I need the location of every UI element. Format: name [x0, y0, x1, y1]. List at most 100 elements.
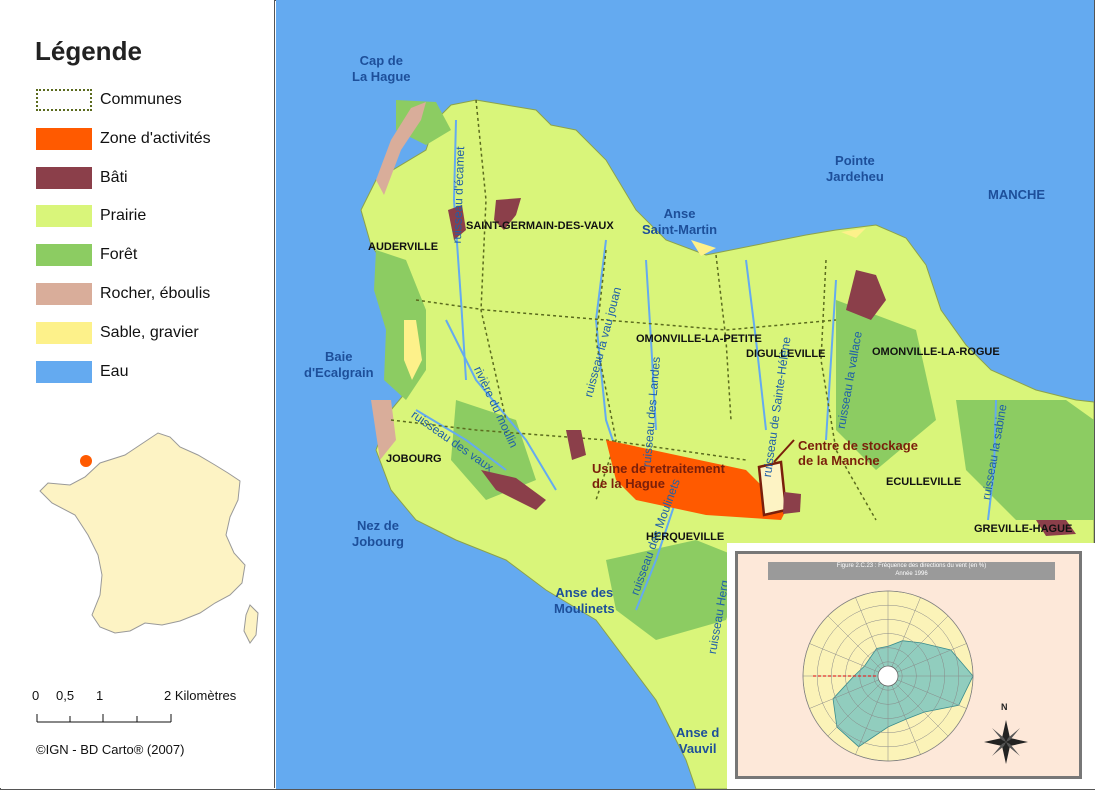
river [745, 259, 767, 431]
bati-swatch [36, 167, 92, 189]
prairie-swatch [36, 205, 92, 227]
river [825, 279, 837, 441]
legend-label: Forêt [100, 246, 138, 263]
legend-item-foret: Forêt [36, 243, 137, 267]
rocher-swatch [36, 283, 92, 305]
scale-tick-2: 2 Kilomètres [164, 688, 237, 703]
commune-herqueville: HERQUEVILLE [646, 531, 725, 543]
river [635, 499, 677, 611]
rose-spoke [887, 643, 967, 677]
rock-area [376, 102, 426, 195]
built-area [846, 270, 886, 320]
built-area [1036, 520, 1076, 536]
eau-swatch [36, 361, 92, 383]
forest-patch [606, 540, 746, 640]
commune-omonville-la-petite: OMONVILLE-LA-PETITE [636, 333, 762, 345]
commune-omonville-la-rogue: OMONVILLE-LA-ROGUE [872, 346, 1000, 358]
legend-label: Prairie [100, 207, 147, 224]
commune-boundary [475, 99, 507, 421]
built-area [494, 198, 521, 230]
zone-swatch [36, 128, 92, 150]
rose-spoke [887, 675, 921, 755]
rose-hub [877, 665, 899, 687]
legend-item-rocher: Rocher, éboulis [36, 282, 210, 306]
sand-area [841, 228, 866, 238]
commune-boundary [390, 419, 747, 461]
scale-tick-0: 0 [32, 688, 40, 703]
commune-boundary [715, 254, 732, 421]
legend-label: Sable, gravier [100, 324, 199, 341]
commune-boundary [595, 249, 617, 501]
legend-item-bati: Bâti [36, 166, 128, 190]
inset-panel: Figure 2.C.23 : Fréquence des directions… [735, 551, 1082, 779]
rose-spoke [887, 615, 949, 677]
compass-rose-icon [984, 720, 1028, 764]
foret-swatch [36, 244, 92, 266]
scale-bar [36, 714, 172, 723]
rose-spoke [855, 597, 889, 677]
rose-spoke [827, 675, 889, 737]
legend-item-eau: Eau [36, 360, 128, 384]
legend-panel: Légende Communes Zone d'activités Bâti P… [0, 0, 275, 788]
legend-title: Légende [35, 36, 142, 66]
rose-spoke [887, 675, 949, 737]
legend-label: Rocher, éboulis [100, 285, 211, 302]
rose-spoke [855, 675, 889, 755]
credit-text: ©IGN - BD Carto® (2007) [36, 742, 185, 757]
rock-area [371, 400, 396, 460]
communes-swatch [36, 89, 92, 111]
rose-spoke [887, 675, 967, 709]
river [645, 259, 657, 431]
legend-label: Zone d'activités [100, 130, 211, 147]
forest-patch [836, 300, 936, 470]
commune-jobourg: JOBOURG [386, 453, 442, 465]
commune-digulleville: DIGULLEVILLE [746, 348, 826, 360]
scale-tick-05: 0,5 [56, 688, 75, 703]
inset-header: Figure 2.C.23 : Fréquence des directions… [768, 562, 1055, 580]
built-area [481, 470, 546, 510]
river [987, 399, 997, 521]
legend-label: Communes [100, 91, 182, 108]
rose-spoke [809, 675, 889, 709]
wind-rose [802, 590, 974, 762]
river [452, 119, 467, 381]
river [415, 409, 507, 471]
location-marker [80, 455, 92, 467]
compass-north-label: N [1001, 702, 1008, 712]
rose-spoke [887, 597, 921, 677]
facility-pointer [773, 439, 795, 463]
wind-rose-inset: Figure 2.C.23 : Fréquence des directions… [727, 543, 1095, 789]
legend-label: Eau [100, 363, 129, 380]
sand-area [404, 320, 422, 380]
commune-auderville: AUDERVILLE [368, 241, 439, 253]
legend-label: Bâti [100, 169, 128, 186]
legend-item-zone: Zone d'activités [36, 127, 211, 151]
france-locator-map [39, 432, 259, 644]
rose-spoke [809, 643, 889, 677]
forest-patch [956, 400, 1094, 520]
commune-eculleville: ECULLEVILLE [886, 476, 962, 488]
built-area [566, 430, 586, 460]
scale-tick-1: 1 [96, 688, 104, 703]
commune-boundary [415, 299, 837, 331]
wind-rose-chart [802, 590, 1028, 764]
activity-zone-la-hague [606, 440, 786, 520]
river [445, 319, 557, 491]
label-manche: MANCHE [988, 187, 1046, 202]
legend-item-sable: Sable, gravier [36, 321, 199, 345]
sable-swatch [36, 322, 92, 344]
commune-boundary [820, 259, 877, 521]
commune-saint-germain-des-vaux: SAINT-GERMAIN-DES-VAUX [466, 220, 614, 232]
commune-greville-hague: GREVILLE-HAGUE [974, 523, 1073, 535]
sand-area [691, 240, 716, 256]
built-area [783, 492, 801, 514]
